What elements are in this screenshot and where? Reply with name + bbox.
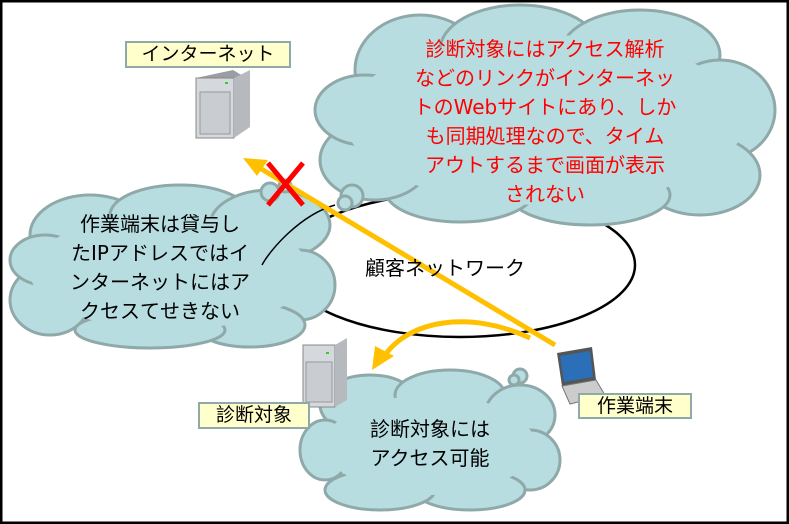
terminal-label: 作業端末 bbox=[578, 393, 692, 419]
note-line: 作業端末は貸与し bbox=[80, 212, 240, 236]
note-line: たIPアドレスではイ bbox=[71, 241, 249, 265]
internet-server-icon bbox=[195, 70, 250, 139]
note-line: アウトするまで画面が表示 bbox=[425, 153, 665, 177]
cloud-left-note bbox=[8, 178, 337, 350]
cloud-bottom-note bbox=[298, 367, 562, 512]
note-line: 診断対象にはアクセス解析 bbox=[425, 37, 665, 61]
red-note-text: 診断対象にはアクセス解析 などのリンクがインターネッ トのWebサイトにあり、し… bbox=[360, 35, 730, 209]
note-line: されない bbox=[505, 182, 585, 206]
target-server-icon bbox=[302, 338, 347, 408]
laptop-icon bbox=[557, 347, 606, 405]
note-line: などのリンクがインターネッ bbox=[415, 66, 675, 90]
target-label: 診断対象 bbox=[198, 402, 310, 429]
blocked-arrow bbox=[243, 158, 557, 348]
note-line: ンターネットにはア bbox=[70, 270, 250, 294]
note-line: アクセス可能 bbox=[370, 446, 490, 470]
note-line: トのWebサイトにあり、しか bbox=[413, 95, 677, 119]
blocked-cross-icon bbox=[266, 161, 305, 207]
access-arrow bbox=[372, 319, 532, 370]
note-line: 診断対象には bbox=[370, 417, 490, 441]
internet-label: インターネット bbox=[125, 41, 291, 68]
note-line: も同期処理なので、タイム bbox=[425, 124, 665, 148]
cloud-red-note bbox=[313, 3, 777, 227]
note-line: クセスてせきない bbox=[80, 299, 240, 323]
bottom-note-text: 診断対象には アクセス可能 bbox=[345, 415, 515, 473]
customer-network-label: 顧客ネットワーク bbox=[365, 256, 525, 280]
left-note-text: 作業端末は貸与し たIPアドレスではイ ンターネットにはア クセスてせきない bbox=[40, 210, 280, 326]
